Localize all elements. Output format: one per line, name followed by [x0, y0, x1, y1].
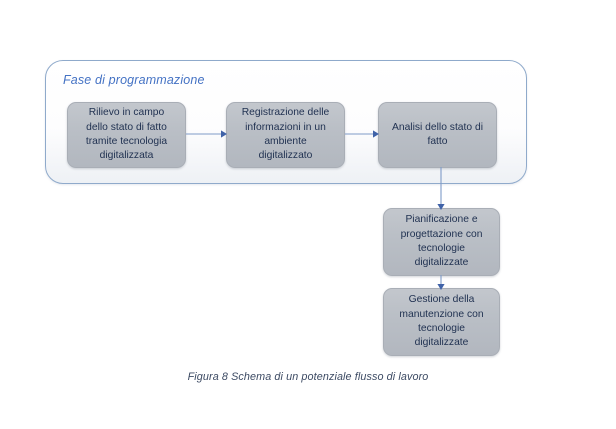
process-node-gestione-manutenzione: Gestione della manutenzione con tecnolog… [383, 288, 500, 356]
process-node-label: Rilievo in campo dello stato di fatto tr… [85, 107, 168, 162]
phase-label: Fase di programmazione [63, 73, 205, 87]
process-node-label: Gestione della manutenzione con tecnolog… [399, 294, 484, 349]
arrow-right-icon [345, 127, 380, 141]
process-node-label: Registrazione delle informazioni in un a… [241, 107, 330, 162]
arrow-down-icon [434, 275, 448, 291]
process-node-analisi-stato-di-fatto: Analisi dello stato di fatto [378, 102, 497, 168]
arrow-down-icon [434, 167, 448, 211]
process-node-rilievo-in-campo: Rilievo in campo dello stato di fatto tr… [67, 102, 186, 168]
process-node-label: Pianificazione e progettazione con tecno… [400, 214, 483, 269]
process-node-pianificazione-progettazione: Pianificazione e progettazione con tecno… [383, 208, 500, 276]
process-node-registrazione-informazioni: Registrazione delle informazioni in un a… [226, 102, 345, 168]
figure-caption: Figura 8 Schema di un potenziale flusso … [187, 371, 429, 383]
process-node-label: Analisi dello stato di fatto [391, 121, 483, 147]
arrow-right-icon [186, 127, 228, 141]
